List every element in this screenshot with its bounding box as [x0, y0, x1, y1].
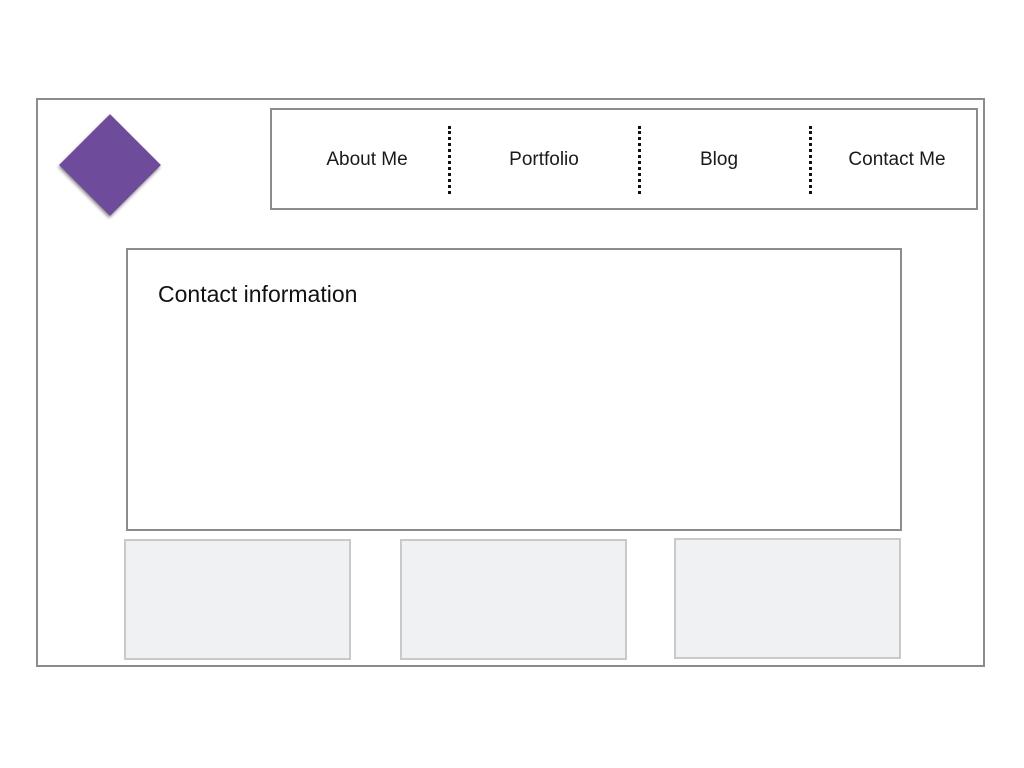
content-card-1[interactable] — [124, 539, 351, 660]
nav-item-contact-me[interactable]: Contact Me — [848, 149, 946, 170]
nav-item-blog[interactable]: Blog — [699, 149, 739, 170]
nav-item-portfolio[interactable]: Portfolio — [509, 149, 579, 170]
nav-divider — [809, 126, 812, 194]
nav-item-about-me[interactable]: About Me — [326, 149, 408, 170]
content-card-2[interactable] — [400, 539, 627, 660]
navigation-bar: About Me Portfolio Blog Contact Me — [270, 108, 978, 210]
contact-information-panel: Contact information — [126, 248, 902, 531]
nav-divider — [638, 126, 641, 194]
nav-divider — [448, 126, 451, 194]
content-heading: Contact information — [158, 281, 358, 307]
content-card-3[interactable] — [674, 538, 901, 659]
